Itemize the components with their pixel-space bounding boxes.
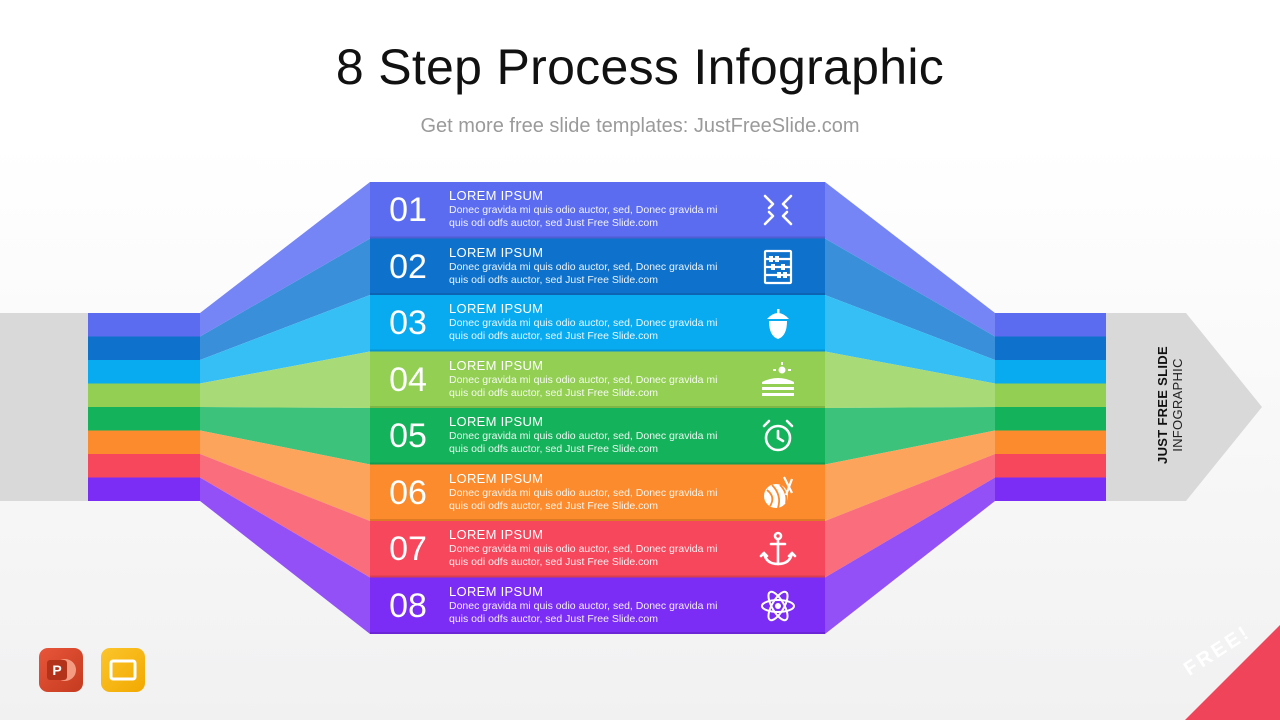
right-connector-05 (825, 407, 995, 465)
step-band-08 (370, 577, 825, 634)
step-number-04: 04 (389, 360, 427, 399)
step-band-05 (370, 408, 825, 465)
right-connector-04 (825, 351, 995, 408)
right-strip-08 (995, 477, 1106, 501)
step-band-shadow-06 (370, 519, 825, 521)
right-connector-06 (825, 430, 995, 521)
step-description-04: Donec gravida mi quis odio auctor, sed, … (449, 373, 718, 399)
right-connector-03 (825, 295, 995, 384)
field-sun-icon (758, 360, 798, 400)
step-band-03 (370, 295, 825, 352)
atom-icon (758, 586, 798, 626)
left-connector-07 (200, 454, 370, 578)
output-arrow (1106, 313, 1262, 501)
step-band-shadow-04 (370, 406, 825, 408)
right-strip-04 (995, 383, 1106, 407)
left-strip-05 (88, 407, 200, 431)
left-connector-01 (200, 182, 370, 337)
right-connector-08 (825, 477, 995, 634)
left-strip-02 (88, 336, 200, 360)
arrow-label: JUST FREE SLIDE INFOGRAPHIC (1110, 340, 1230, 470)
right-connector-07 (825, 454, 995, 578)
left-strip-01 (88, 313, 200, 337)
step-heading-02: LOREM IPSUM (449, 244, 544, 260)
yarn-ball-icon (758, 473, 798, 513)
step-band-shadow-02 (370, 293, 825, 295)
step-description-02: Donec gravida mi quis odio auctor, sed, … (449, 260, 718, 286)
step-number-02: 02 (389, 247, 427, 286)
abacus-icon (758, 247, 798, 287)
step-band-02 (370, 238, 825, 295)
step-heading-05: LOREM IPSUM (449, 414, 544, 429)
step-band-07 (370, 521, 825, 578)
left-connector-04 (200, 351, 370, 408)
step-description-08: Donec gravida mi quis odio auctor, sed, … (449, 599, 718, 625)
arrow-label-line1: JUST FREE SLIDE (1155, 346, 1170, 464)
left-strip-08 (88, 477, 200, 501)
anchor-icon (758, 529, 798, 569)
step-description-03: Donec gravida mi quis odio auctor, sed, … (449, 317, 718, 342)
left-strip-03 (88, 360, 200, 384)
page-title: 8 Step Process Infographic (335, 39, 945, 95)
right-strip-02 (995, 336, 1106, 360)
step-number-07: 07 (389, 530, 427, 568)
step-heading-06: LOREM IPSUM (449, 470, 544, 486)
left-connector-03 (200, 295, 370, 384)
right-strip-07 (995, 454, 1106, 478)
right-strip-03 (995, 360, 1106, 384)
left-strip-07 (88, 454, 200, 478)
google-slides-icon[interactable] (101, 648, 145, 692)
step-description-06: Donec gravida mi quis odio auctor, sed, … (449, 486, 718, 512)
step-band-shadow-07 (370, 575, 825, 578)
powerpoint-icon[interactable]: P (39, 648, 83, 692)
page-subtitle: Get more free slide templates: JustFreeS… (420, 115, 860, 137)
left-connector-08 (200, 477, 370, 634)
input-bar (0, 313, 88, 501)
step-description-07: Donec gravida mi quis odio auctor, sed, … (449, 543, 718, 568)
left-connector-02 (200, 238, 370, 360)
step-heading-07: LOREM IPSUM (449, 527, 544, 542)
right-strip-05 (995, 407, 1106, 431)
step-band-04 (370, 351, 825, 408)
step-description-01: Donec gravida mi quis odio auctor, sed, … (449, 204, 718, 229)
free-badge (1185, 625, 1280, 720)
step-band-shadow-08 (370, 632, 825, 634)
left-strip-04 (88, 383, 200, 407)
left-strip-06 (88, 430, 200, 454)
step-band-06 (370, 464, 825, 521)
right-strip-06 (995, 430, 1106, 454)
step-description-05: Donec gravida mi quis odio auctor, sed, … (449, 430, 718, 455)
step-band-shadow-01 (370, 236, 825, 239)
step-band-shadow-03 (370, 349, 825, 352)
right-connector-01 (825, 182, 995, 337)
alarm-clock-icon (758, 416, 798, 456)
step-heading-01: LOREM IPSUM (449, 188, 544, 203)
step-number-01: 01 (389, 191, 427, 229)
step-number-03: 03 (389, 304, 427, 342)
step-heading-08: LOREM IPSUM (449, 583, 544, 599)
left-connector-06 (200, 430, 370, 521)
frustrated-face-icon (758, 190, 798, 230)
step-number-08: 08 (389, 586, 427, 625)
step-number-06: 06 (389, 473, 427, 512)
right-strip-01 (995, 313, 1106, 337)
left-connector-05 (200, 407, 370, 465)
arrow-label-line2: INFOGRAPHIC (1170, 358, 1185, 452)
step-band-01 (370, 182, 825, 239)
step-heading-04: LOREM IPSUM (449, 357, 544, 373)
step-heading-03: LOREM IPSUM (449, 301, 544, 316)
acorn-icon (758, 303, 798, 343)
svg-text:P: P (52, 662, 61, 678)
right-connector-02 (825, 238, 995, 360)
step-band-shadow-05 (370, 462, 825, 465)
step-number-05: 05 (389, 417, 427, 455)
